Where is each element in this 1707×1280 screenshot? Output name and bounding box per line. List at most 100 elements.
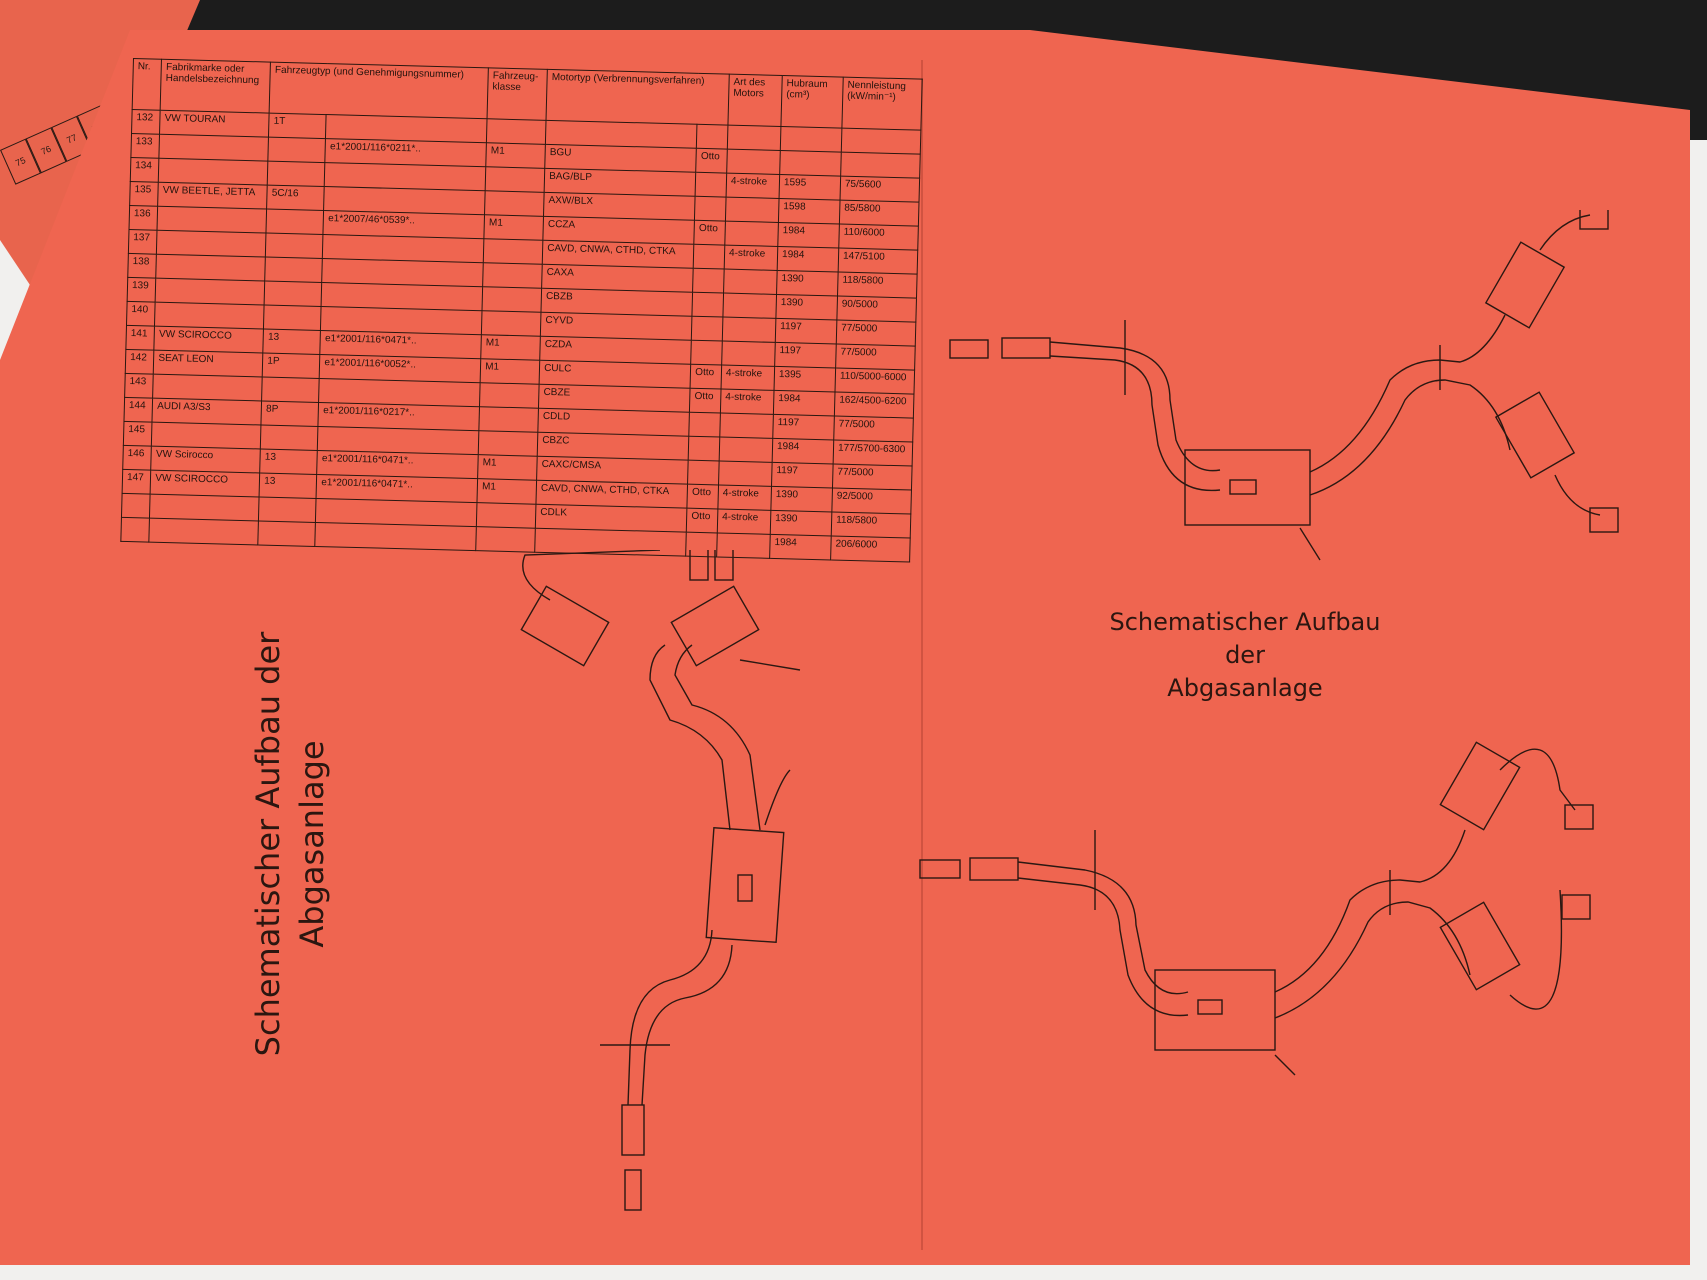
diagram-caption-right: Schematischer Aufbau der Abgasanlage: [1100, 606, 1390, 705]
table-cell: [841, 128, 921, 155]
table-cell: 13: [259, 472, 317, 499]
table-cell: Otto: [689, 388, 722, 413]
table-cell: 1984: [777, 222, 840, 249]
diagram-caption-left: Schematischer Aufbau der Abgasanlage: [246, 614, 334, 1074]
table-cell: [485, 166, 545, 193]
table-cell: 146: [122, 445, 152, 471]
table-cell: 1390: [770, 486, 833, 512]
table-cell: [155, 278, 265, 306]
table-cell: M1: [484, 214, 544, 241]
col-header: Fahrzeugtyp (und Genehmigungsnummer): [269, 62, 489, 119]
table-cell: 1595: [779, 174, 841, 201]
table-cell: 177/5700-6300: [833, 439, 913, 467]
table-cell: [725, 197, 780, 223]
table-cell: 140: [126, 301, 156, 327]
table-cell: 137: [128, 229, 158, 255]
exhaust-diagram-top-right: [949, 210, 1619, 561]
table-cell: [478, 406, 539, 433]
table-cell: 136: [129, 205, 158, 231]
table-cell: M1: [485, 142, 546, 169]
table-cell: [484, 190, 545, 217]
table-cell: [688, 436, 720, 461]
table-cell: 90/5000: [836, 296, 917, 323]
exhaust-diagram-bottom-right: [919, 741, 1594, 1076]
table-cell: 147: [122, 469, 151, 495]
table-cell: M1: [480, 334, 541, 361]
table-cell: 4-stroke: [717, 508, 771, 535]
table-cell: 118/5800: [837, 272, 918, 299]
table-cell: [692, 292, 724, 318]
table-cell: [475, 526, 536, 553]
table-cell: 85/5800: [839, 200, 919, 227]
table-cell: [483, 238, 543, 265]
table-cell: [719, 436, 773, 463]
table-cell: [691, 316, 723, 342]
table-cell: 143: [124, 373, 154, 399]
table-cell: 4-stroke: [724, 245, 778, 271]
table-cell: 1T: [268, 113, 327, 139]
table-cell: [120, 517, 150, 543]
table-cell: 1390: [770, 510, 832, 536]
table-cell: Otto: [686, 508, 718, 533]
table-cell: 77/5000: [833, 415, 914, 443]
table-cell: [315, 522, 477, 551]
table-cell: [693, 244, 725, 270]
table-cell: [149, 494, 260, 521]
table-cell: 77/5000: [835, 344, 916, 371]
table-cell: VW SCIROCCO: [154, 326, 264, 354]
table-cell: 147/5100: [838, 248, 918, 275]
table-cell: M1: [477, 454, 538, 481]
table-cell: [486, 118, 547, 145]
caption-line: Schematischer Aufbau der: [249, 631, 287, 1057]
table-cell: 132: [131, 109, 161, 135]
table-cell: [149, 518, 259, 545]
table-cell: 77/5000: [832, 463, 913, 491]
table-cell: [264, 281, 322, 307]
table-cell: 4-stroke: [717, 484, 772, 511]
col-header: Fahrzeug-klasse: [487, 67, 548, 121]
vehicle-spec-table: Nr. Fabrikmarke oder Handelsbezeichnung …: [120, 58, 923, 563]
table-cell: [692, 268, 725, 294]
table-cell: 1984: [772, 438, 834, 464]
table-cell: [261, 376, 320, 403]
table-cell: [696, 124, 728, 150]
table-cell: [481, 310, 542, 337]
table-cell: 1395: [774, 366, 836, 392]
table-cell: [258, 496, 317, 523]
table-cell: 118/5800: [831, 511, 911, 539]
table-cell: [260, 424, 319, 451]
table-cell: 142: [125, 349, 155, 375]
table-cell: SEAT LEON: [153, 350, 264, 377]
col-header: Nennleistung (kW/min⁻¹): [841, 77, 923, 131]
col-header: Hubraum (cm³): [780, 75, 844, 129]
table-cell: [690, 340, 723, 366]
table-cell: [263, 305, 322, 331]
table-cell: Otto: [690, 364, 722, 390]
table-cell: 1197: [774, 342, 837, 368]
table-cell: [258, 520, 316, 547]
table-cell: 4-stroke: [720, 389, 775, 415]
table-cell: Otto: [695, 148, 728, 174]
table-cell: [154, 302, 265, 330]
table-cell: [151, 422, 262, 449]
table-cell: [722, 317, 776, 343]
table-cell: M1: [477, 478, 537, 505]
table-cell: VW TOURAN: [159, 110, 270, 138]
table-cell: VW BEETLE, JETTA: [157, 182, 268, 210]
caption-line: Schematischer Aufbau der: [1109, 608, 1381, 669]
table-cell: 5C/16: [266, 185, 325, 211]
table-cell: Otto: [694, 220, 726, 246]
table-cell: AUDI A3/S3: [152, 398, 262, 425]
table-cell: [779, 150, 842, 177]
table-cell: 1197: [772, 414, 835, 440]
col-header: Nr.: [132, 58, 162, 111]
table-cell: [840, 152, 921, 179]
table-cell: [482, 262, 543, 289]
table-cell: 75/5600: [840, 176, 920, 203]
table-cell: 1984: [773, 390, 835, 416]
table-cell: M1: [480, 358, 540, 385]
table-cell: [266, 209, 324, 235]
table-cell: [719, 412, 774, 439]
table-cell: [264, 257, 323, 283]
table-cell: 13: [259, 448, 318, 475]
